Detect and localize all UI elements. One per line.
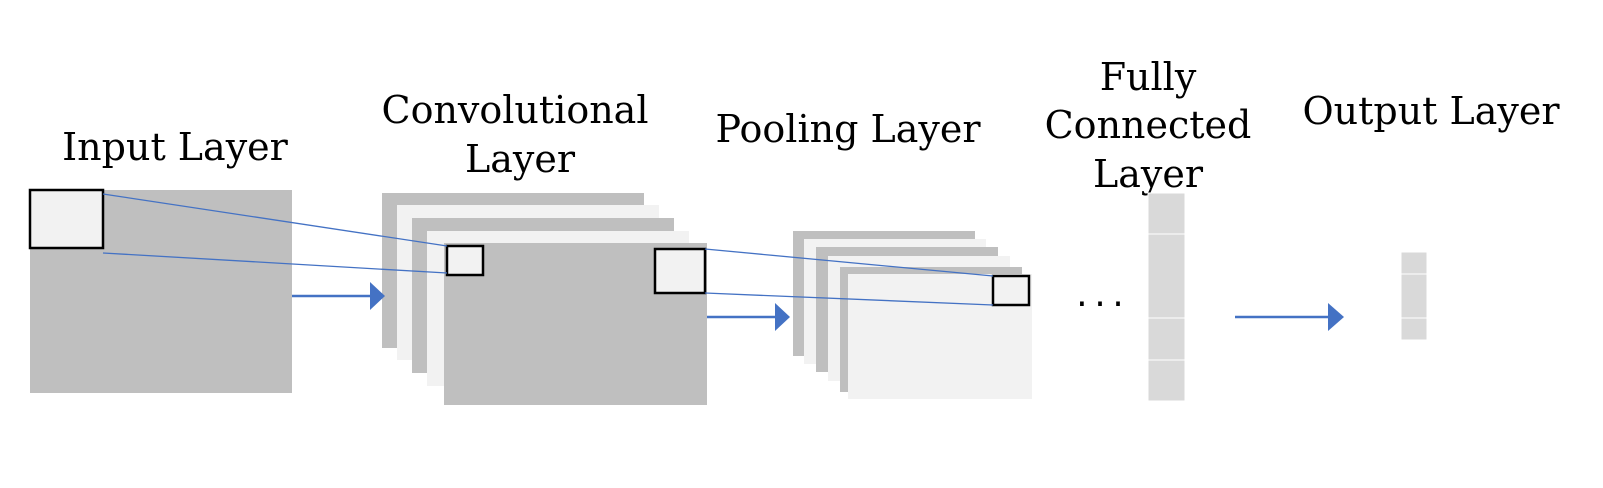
arrow-input-to-conv xyxy=(292,282,385,310)
ellipsis: ... xyxy=(1073,279,1127,314)
fully-connected-layer-label-line2: Connected xyxy=(1045,103,1252,147)
output-layer-label: Output Layer xyxy=(1302,89,1560,133)
arrow-conv-to-pool xyxy=(707,303,790,331)
input-receptive-field xyxy=(28,188,105,250)
pool-window xyxy=(991,274,1031,307)
fully-connected-layer-label-line1: Fully xyxy=(1100,55,1197,99)
connection-line-1 xyxy=(102,193,448,247)
convolutional-layer-label-line1: Convolutional xyxy=(382,88,649,132)
pooling-layer-label: Pooling Layer xyxy=(716,107,982,151)
connection-line-4 xyxy=(704,292,994,306)
connection-line-2 xyxy=(102,252,448,274)
output-column xyxy=(1400,251,1428,341)
conv-kernel-cell-2 xyxy=(653,247,707,295)
connection-line-3 xyxy=(704,248,994,277)
fully-connected-column xyxy=(1147,192,1186,402)
conv-kernel-cell-1 xyxy=(445,244,485,277)
convolutional-layer-label-line2: Layer xyxy=(465,137,576,181)
input-layer-label: Input Layer xyxy=(62,125,288,169)
fully-connected-layer-label-line3: Layer xyxy=(1093,152,1204,196)
arrow-fc-to-output xyxy=(1235,303,1344,331)
